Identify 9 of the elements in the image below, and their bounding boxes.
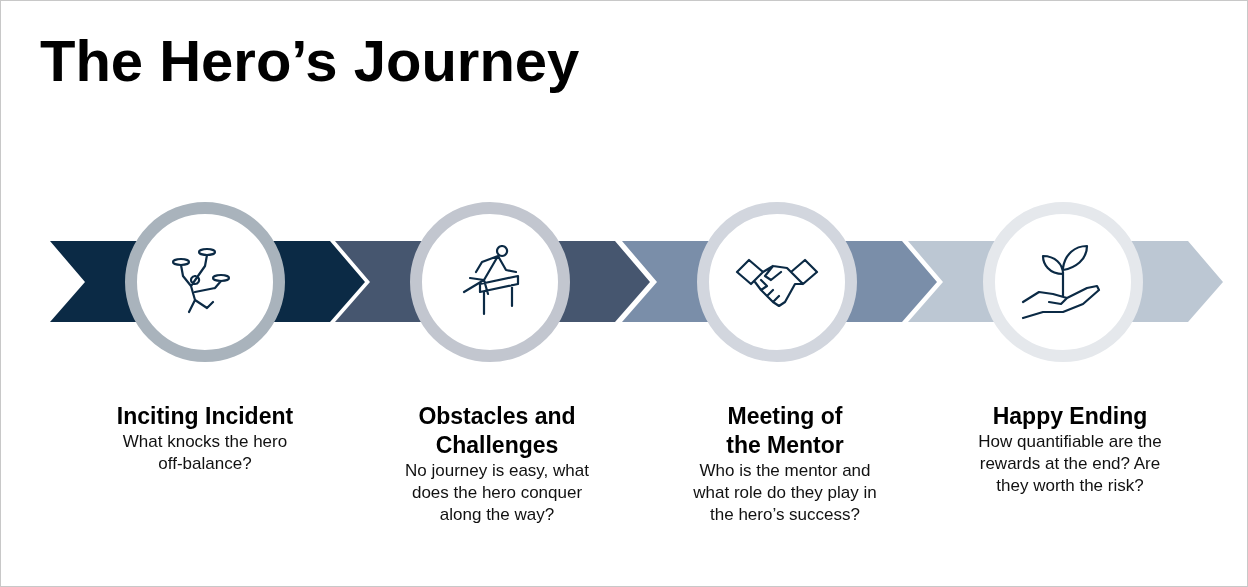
title: The Hero’s Journey	[40, 27, 580, 95]
step-description: How quantifiable are the rewards at the end? Are they worth the risk?	[977, 431, 1163, 497]
step-description: No journey is easy, what does the hero conquer along the way?	[404, 460, 590, 526]
step-heading: Happy Ending	[992, 402, 1148, 431]
step-description: What knocks the hero off-balance?	[121, 431, 289, 475]
step-heading: Obstacles and Challenges	[417, 402, 577, 460]
step-heading: Inciting Incident	[116, 402, 294, 431]
step-heading: Meeting of the Mentor	[725, 402, 845, 460]
step-description: Who is the mentor and what role do they play in the hero’s success?	[692, 460, 878, 526]
